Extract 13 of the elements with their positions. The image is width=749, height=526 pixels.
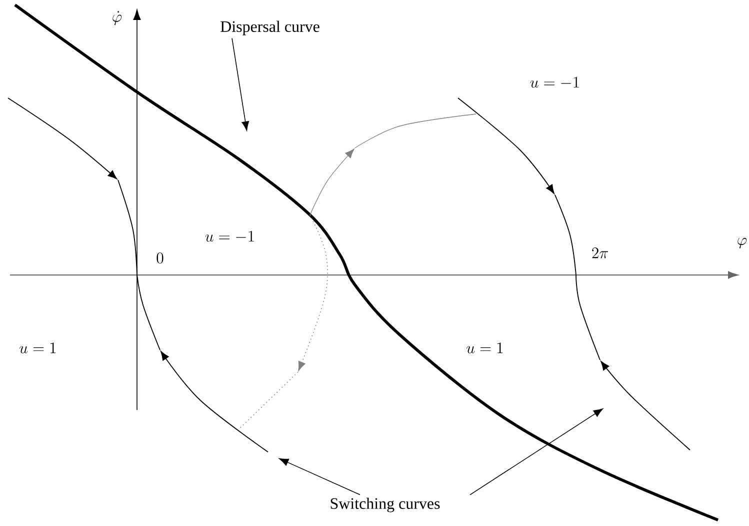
tick-label: $2\pi$: [592, 248, 608, 258]
caption-text: Switching curves: [330, 498, 440, 512]
region-label: $u=-1$: [530, 76, 579, 88]
region-label: $u=1$: [466, 342, 503, 354]
leader-line: [470, 408, 604, 496]
tick-label: $0$: [156, 252, 164, 264]
axis-label: $\varphi$: [738, 238, 747, 248]
leader-line: [232, 38, 250, 131]
caption-text: Dispersal curve: [220, 20, 320, 36]
axis-label: $\dot{\varphi}$: [112, 11, 122, 26]
region-label: $u=-1$: [205, 230, 254, 242]
region-label: $u=1$: [20, 342, 56, 354]
leader-line: [279, 458, 360, 496]
